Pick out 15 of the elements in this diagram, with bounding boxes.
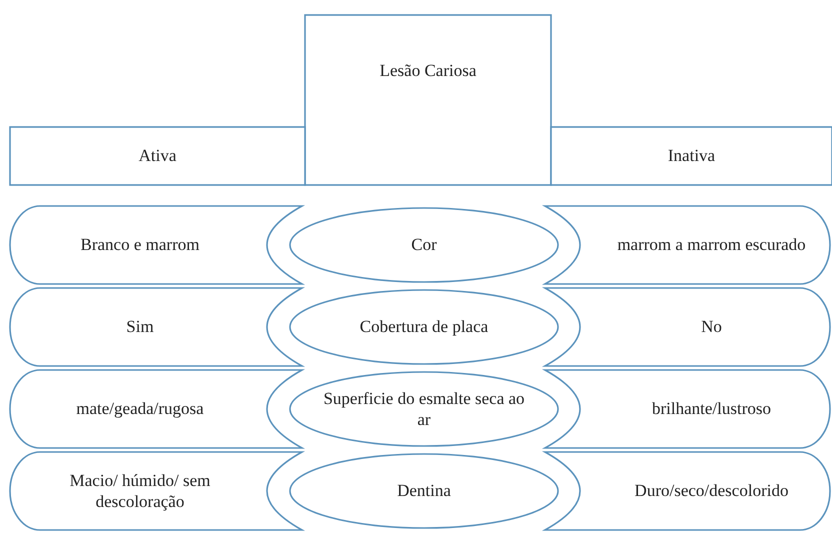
- label-text: Inativa: [668, 145, 716, 167]
- label-text: Macio/ húmido/ sem descoloração: [68, 470, 212, 512]
- label-text: mate/geada/rugosa: [76, 398, 204, 420]
- label-text: Sim: [126, 316, 154, 338]
- label-text: No: [701, 316, 722, 338]
- label-text: Ativa: [138, 145, 176, 167]
- label-text: marrom a marrom escurado: [617, 234, 806, 256]
- label-text: Branco e marrom: [80, 234, 200, 256]
- label-text: brilhante/lustroso: [652, 398, 771, 420]
- label-text: Dentina: [397, 480, 451, 502]
- label-text: Cobertura de placa: [360, 316, 488, 338]
- label-text: Lesão Cariosa: [380, 60, 476, 82]
- label-text: Duro/seco/descolorido: [634, 480, 788, 502]
- label-text: Cor: [411, 234, 437, 256]
- label-text: Superficie do esmalte seca ao ar: [322, 388, 526, 430]
